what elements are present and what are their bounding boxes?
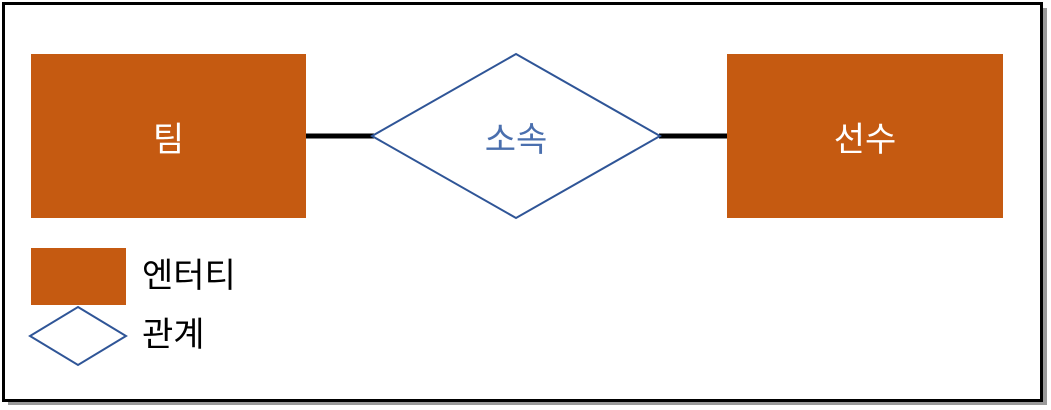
frame-shadow-right bbox=[1043, 8, 1047, 404]
legend-entity-swatch bbox=[31, 248, 126, 305]
legend-entity-label: 엔터티 bbox=[142, 256, 236, 296]
frame-shadow-bottom bbox=[8, 401, 1047, 405]
entity-player: 선수 bbox=[727, 54, 1003, 218]
relationship-label: 소속 bbox=[484, 119, 548, 160]
relationship-diamond bbox=[369, 52, 663, 220]
entity-team: 팀 bbox=[31, 54, 306, 218]
legend-relationship-diamond bbox=[28, 305, 128, 367]
legend-relationship-label: 관계 bbox=[142, 315, 205, 355]
entity-player-label: 선수 bbox=[833, 119, 897, 160]
entity-team-label: 팀 bbox=[152, 119, 185, 160]
